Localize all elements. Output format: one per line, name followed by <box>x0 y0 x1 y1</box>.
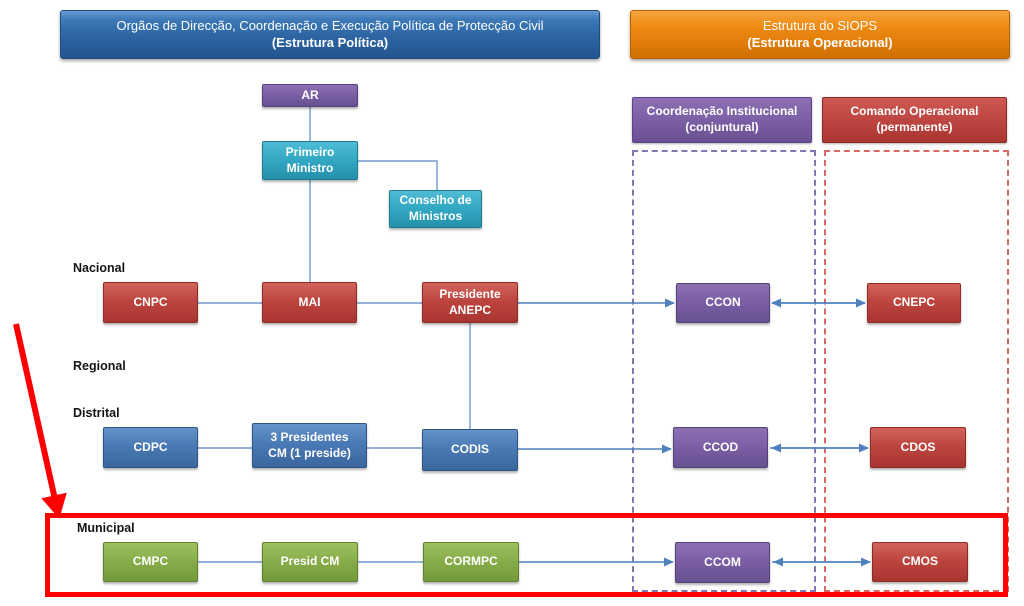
political-structure-header: Orgãos de Direcção, Coordenação e Execuç… <box>60 10 600 59</box>
command-column-header: Comando Operacional (permanente) <box>822 97 1007 143</box>
operational-header-line2: (Estrutura Operacional) <box>747 34 893 50</box>
node-conselho-de-ministros: Conselho de Ministros <box>389 190 482 228</box>
coordination-group-frame <box>632 150 816 592</box>
row-label-distrital: Distrital <box>73 406 120 420</box>
row-label-municipal: Municipal <box>77 521 135 535</box>
coordination-column-header: Coordenação Institucional (conjuntural) <box>632 97 812 143</box>
node-cdpc: CDPC <box>103 427 198 468</box>
node-presidente-anepc: Presidente ANEPC <box>422 282 518 323</box>
coordination-header-line1: Coordenação Institucional <box>646 104 798 119</box>
node-3-presidentes-cm: 3 Presidentes CM (1 preside) <box>252 423 367 468</box>
command-header-line1: Comando Operacional <box>850 104 979 119</box>
command-header-line2: (permanente) <box>876 120 953 134</box>
node-primeiro-ministro: Primeiro Ministro <box>262 141 358 180</box>
coordination-header-line2: (conjuntural) <box>685 120 759 134</box>
node-codis: CODIS <box>422 429 518 471</box>
operational-header-line1: Estrutura do SIOPS <box>762 18 878 34</box>
node-cnpc: CNPC <box>103 282 198 323</box>
political-header-line1: Orgãos de Direcção, Coordenação e Execuç… <box>116 18 544 34</box>
command-group-frame <box>824 150 1009 592</box>
row-label-nacional: Nacional <box>73 261 126 275</box>
node-cnepc: CNEPC <box>867 283 961 323</box>
municipal-highlight-rect <box>45 513 1008 597</box>
node-presid-cm: Presid CM <box>262 542 358 582</box>
node-ccom: CCOM <box>675 542 770 583</box>
node-ccon: CCON <box>676 283 770 323</box>
operational-structure-header: Estrutura do SIOPS (Estrutura Operaciona… <box>630 10 1010 59</box>
node-cmos: CMOS <box>872 542 968 582</box>
node-cdos: CDOS <box>870 427 966 468</box>
political-header-line2: (Estrutura Política) <box>271 34 389 50</box>
node-cormpc: CORMPC <box>423 542 519 582</box>
row-label-regional: Regional <box>73 359 126 373</box>
node-ar: AR <box>262 84 358 107</box>
node-mai: MAI <box>262 282 357 323</box>
node-ccod: CCOD <box>673 427 768 468</box>
node-cmpc: CMPC <box>103 542 198 582</box>
